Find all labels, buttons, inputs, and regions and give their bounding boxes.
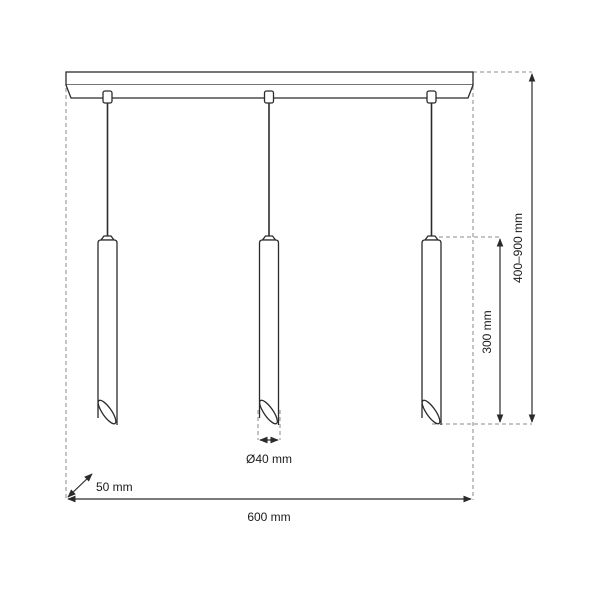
dimension-lines (67, 73, 536, 503)
ceiling-mount-icon (263, 90, 275, 104)
pendant-right (421, 90, 442, 425)
width-label: 600 mm (247, 510, 290, 524)
depth-label: 50 mm (96, 480, 133, 494)
pendant-left (97, 90, 118, 425)
height-range-label: 400–900 mm (511, 213, 525, 283)
ceiling-mount-icon (102, 90, 113, 104)
pendant-center (258, 90, 280, 425)
extension-lines (65, 71, 532, 500)
shade-diameter-label: Ø40 mm (246, 452, 292, 466)
ceiling-mount-icon (426, 90, 437, 104)
shade-height-label: 300 mm (480, 310, 494, 353)
